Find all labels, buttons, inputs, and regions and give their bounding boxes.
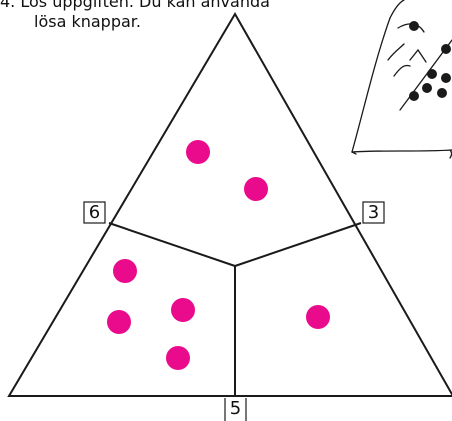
drawn-button	[409, 21, 419, 31]
dot-top-2	[244, 177, 268, 201]
drawn-button	[427, 69, 437, 79]
drawn-triangle-with-buttons-icon	[352, 0, 452, 158]
drawn-button	[409, 91, 419, 101]
corner-number-left: 6	[84, 204, 105, 222]
dot-left-4	[166, 346, 190, 370]
triangle-outline	[9, 14, 452, 396]
drawn-button	[441, 73, 451, 83]
drawn-button	[437, 88, 447, 98]
dot-left-2	[171, 298, 195, 322]
dot-top-1	[186, 140, 210, 164]
divider-right	[235, 223, 361, 266]
dot-left-3	[107, 310, 131, 334]
corner-number-bottom: 5	[225, 400, 246, 418]
corner-number-right: 3	[363, 204, 384, 222]
dot-left-1	[113, 259, 137, 283]
drawn-button	[422, 83, 432, 93]
dot-right-1	[306, 305, 330, 329]
drawn-button	[441, 44, 451, 54]
